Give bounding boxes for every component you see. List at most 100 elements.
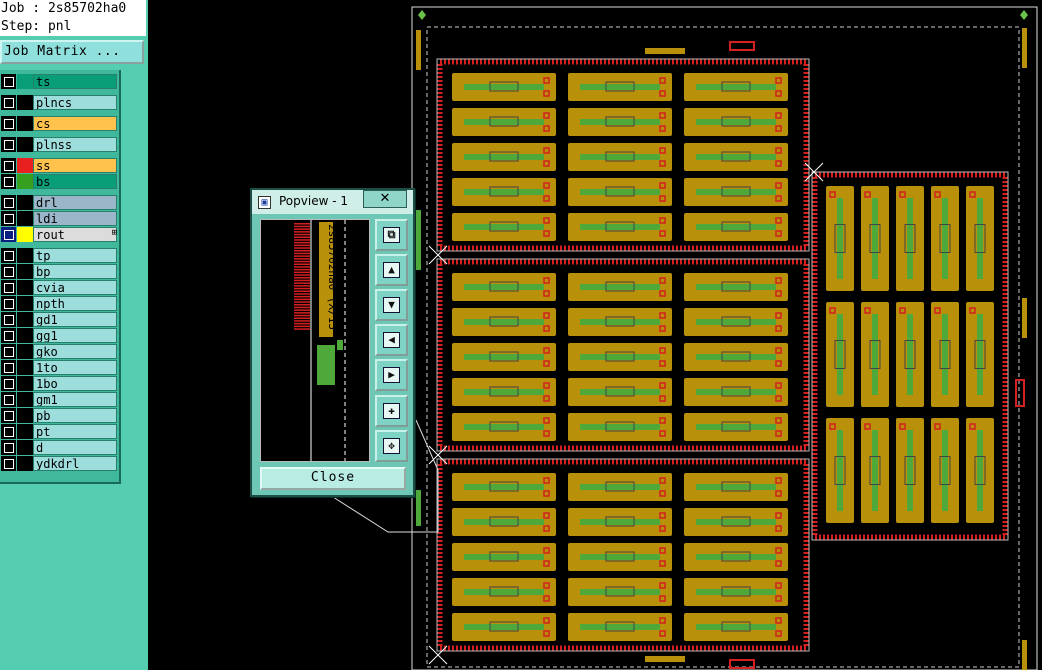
layer-checkbox[interactable] [1, 264, 16, 279]
layer-checkbox[interactable] [1, 440, 16, 455]
layer-row-bs[interactable]: bs [0, 174, 120, 189]
layer-row-cvia[interactable]: cvia [0, 280, 120, 295]
layer-row-gd1[interactable]: gd1 [0, 312, 120, 327]
layer-name[interactable]: pt [33, 424, 117, 439]
layer-name[interactable]: pb [33, 408, 117, 423]
layer-color-swatch[interactable] [17, 360, 33, 375]
panel-layout-drawing[interactable] [148, 0, 1042, 670]
layer-color-swatch[interactable] [17, 211, 33, 226]
layer-row-gm1[interactable]: gm1 [0, 392, 120, 407]
layer-name[interactable]: tp [33, 248, 117, 263]
layer-color-swatch[interactable] [17, 248, 33, 263]
layer-row-ts[interactable]: ts [0, 74, 120, 89]
layer-row-cs[interactable]: cs [0, 116, 120, 131]
layer-name[interactable]: plnss [33, 137, 117, 152]
layer-row-tp[interactable]: tp [0, 248, 120, 263]
layer-name[interactable]: drl [33, 195, 117, 210]
layer-checkbox[interactable] [1, 74, 16, 89]
layer-row-ydkdrl[interactable]: ydkdrl [0, 456, 120, 471]
popview-preview[interactable]: 2s85702ha0 (X/15 [260, 219, 370, 462]
layer-row-gg1[interactable]: gg1 [0, 328, 120, 343]
layer-row-1bo[interactable]: 1bo [0, 376, 120, 391]
pan-down-button[interactable]: ▼ [375, 289, 408, 321]
zoom-in-button[interactable]: ✚ [375, 395, 408, 427]
layer-color-swatch[interactable] [17, 264, 33, 279]
layer-color-swatch[interactable] [17, 424, 33, 439]
layer-name[interactable]: rout [33, 227, 117, 242]
layer-color-swatch[interactable] [17, 328, 33, 343]
graphic-canvas[interactable] [148, 0, 1042, 670]
close-button[interactable]: Close [260, 467, 406, 490]
layer-row-ss[interactable]: ss [0, 158, 120, 173]
layer-row-drl[interactable]: drl [0, 195, 120, 210]
pan-right-button[interactable]: ▶ [375, 359, 408, 391]
popview-titlebar[interactable]: ▣ Popview - 1 ✕ [252, 190, 413, 214]
layer-checkbox[interactable] [1, 392, 16, 407]
layer-row-plncs[interactable]: plncs [0, 95, 120, 110]
layer-name[interactable]: ss [33, 158, 117, 173]
layer-color-swatch[interactable] [17, 74, 33, 89]
layer-color-swatch[interactable] [17, 376, 33, 391]
layer-name[interactable]: cs [33, 116, 117, 131]
layer-color-swatch[interactable] [17, 392, 33, 407]
layer-name[interactable]: gm1 [33, 392, 117, 407]
layer-name[interactable]: ts [33, 74, 117, 89]
layer-checkbox[interactable] [1, 248, 16, 263]
layer-row-gko[interactable]: gko [0, 344, 120, 359]
layer-checkbox[interactable] [1, 280, 16, 295]
layer-color-swatch[interactable] [17, 280, 33, 295]
job-matrix-button[interactable]: Job Matrix ... [0, 40, 144, 64]
layer-checkbox[interactable] [1, 158, 16, 173]
layer-color-swatch[interactable] [17, 195, 33, 210]
layer-checkbox[interactable] [1, 174, 16, 189]
layer-name[interactable]: ydkdrl [33, 456, 117, 471]
layer-row-1to[interactable]: 1to [0, 360, 120, 375]
layer-color-swatch[interactable] [17, 456, 33, 471]
layer-name[interactable]: d [33, 440, 117, 455]
layer-name[interactable]: ldi [33, 211, 117, 226]
layer-checkbox[interactable] [1, 312, 16, 327]
layer-checkbox[interactable] [1, 408, 16, 423]
layer-checkbox[interactable] [1, 456, 16, 471]
layer-color-swatch[interactable] [17, 137, 33, 152]
layer-row-npth[interactable]: npth [0, 296, 120, 311]
layer-color-swatch[interactable] [17, 174, 33, 189]
layer-color-swatch[interactable] [17, 440, 33, 455]
layer-row-pb[interactable]: pb [0, 408, 120, 423]
layer-row-pt[interactable]: pt [0, 424, 120, 439]
pan-up-button[interactable]: ▲ [375, 254, 408, 286]
layer-name[interactable]: gg1 [33, 328, 117, 343]
layer-checkbox[interactable] [1, 195, 16, 210]
layer-name[interactable]: 1bo [33, 376, 117, 391]
layer-row-rout[interactable]: rout⊞ [0, 227, 120, 242]
layer-checkbox[interactable] [1, 376, 16, 391]
layer-name[interactable]: bp [33, 264, 117, 279]
layer-checkbox[interactable] [1, 137, 16, 152]
layer-name[interactable]: cvia [33, 280, 117, 295]
layer-color-swatch[interactable] [17, 344, 33, 359]
layer-name[interactable]: bs [33, 174, 117, 189]
layer-color-swatch[interactable] [17, 116, 33, 131]
layer-checkbox[interactable] [1, 328, 16, 343]
layer-color-swatch[interactable] [17, 95, 33, 110]
layer-name[interactable]: plncs [33, 95, 117, 110]
layer-checkbox[interactable] [1, 344, 16, 359]
layer-checkbox[interactable] [1, 95, 16, 110]
layer-color-swatch[interactable] [17, 312, 33, 327]
layer-color-swatch[interactable] [17, 227, 33, 242]
close-icon[interactable]: ✕ [363, 190, 407, 208]
layer-checkbox[interactable] [1, 424, 16, 439]
pan-left-button[interactable]: ◀ [375, 324, 408, 356]
layer-row-bp[interactable]: bp [0, 264, 120, 279]
layer-checkbox[interactable] [1, 360, 16, 375]
layer-row-d[interactable]: d [0, 440, 120, 455]
layer-name[interactable]: npth [33, 296, 117, 311]
layer-color-swatch[interactable] [17, 296, 33, 311]
layer-name[interactable]: gko [33, 344, 117, 359]
layer-name[interactable]: 1to [33, 360, 117, 375]
layer-checkbox[interactable] [1, 211, 16, 226]
layer-row-ldi[interactable]: ldi [0, 211, 120, 226]
layer-name[interactable]: gd1 [33, 312, 117, 327]
zoom-out-button[interactable]: ✥ [375, 430, 408, 462]
layer-checkbox[interactable] [1, 227, 16, 242]
